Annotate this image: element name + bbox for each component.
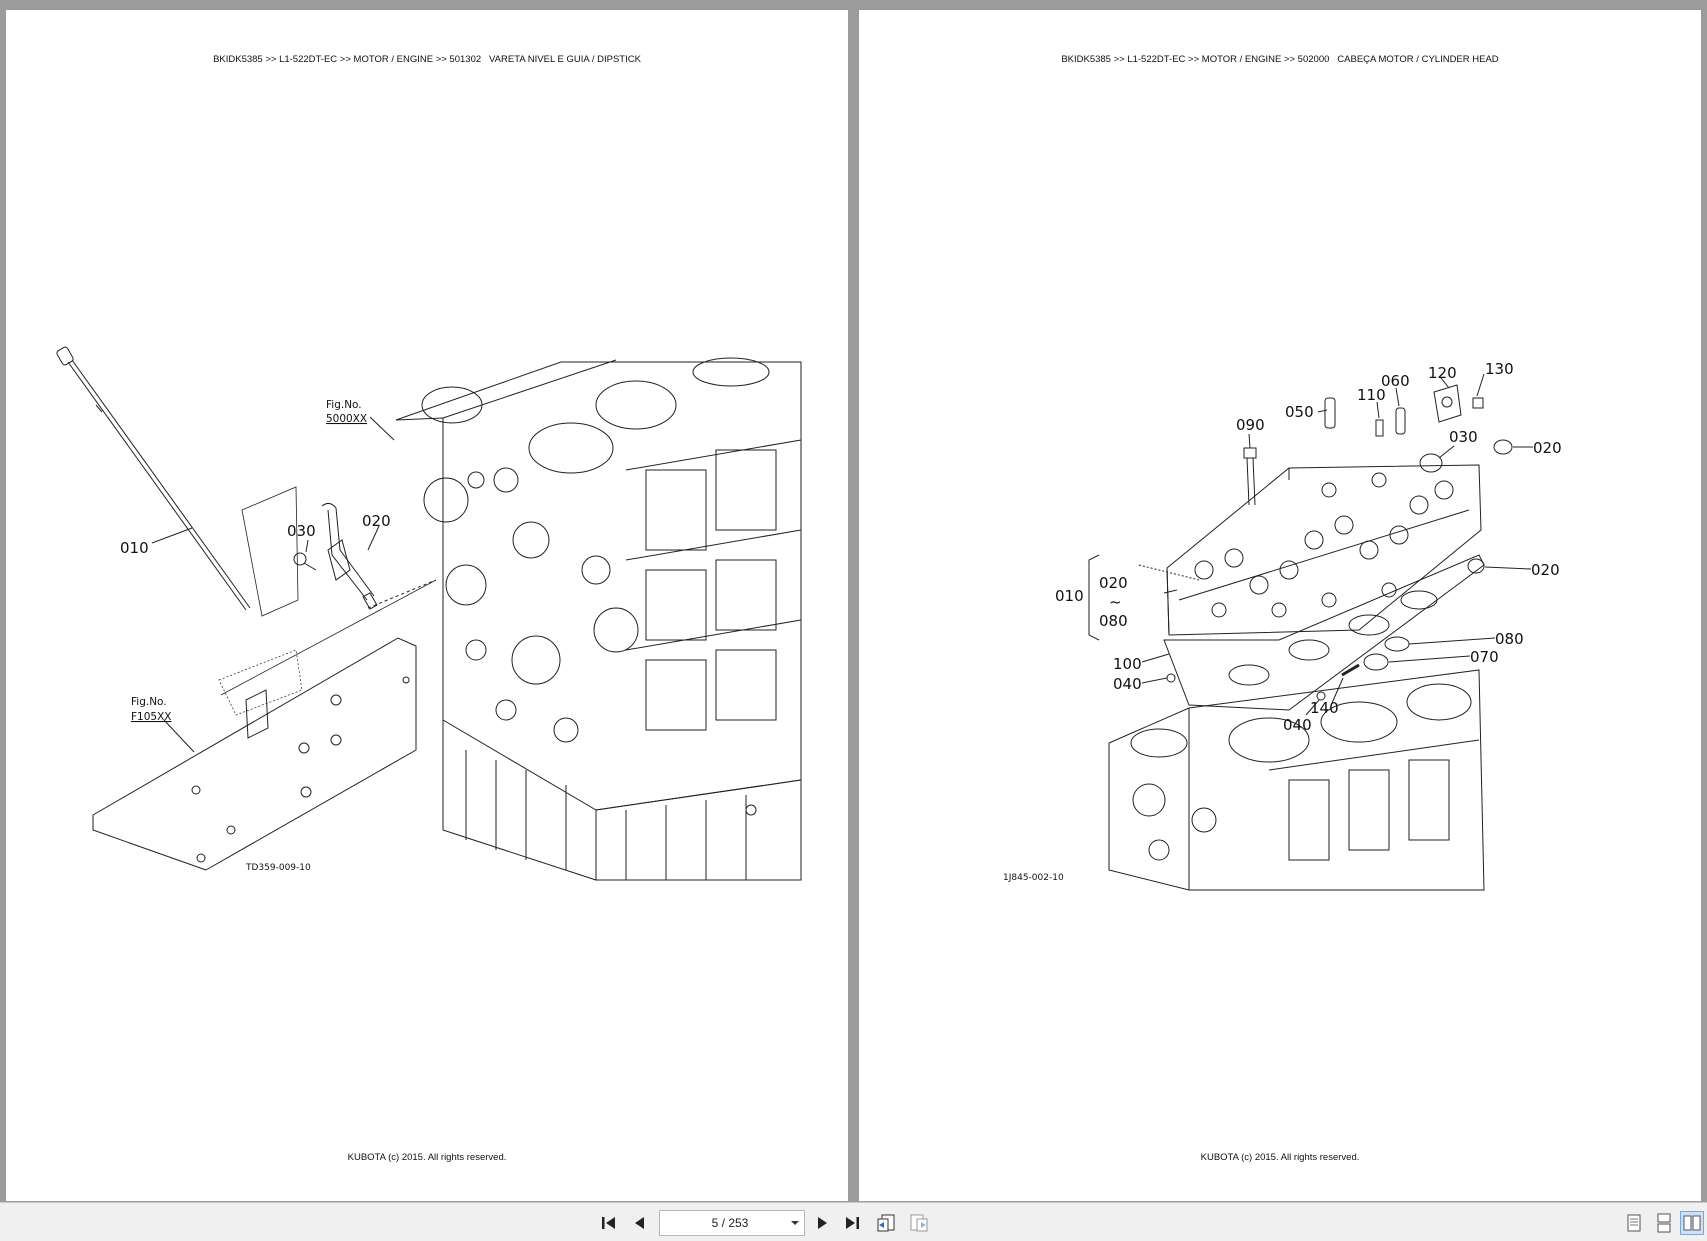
callout-range-tilde: ~ — [1109, 593, 1122, 611]
single-page-icon — [1627, 1214, 1641, 1232]
callout-030: 030 — [287, 522, 316, 540]
page-indicator: 5 / 253 — [711, 1216, 749, 1230]
parts-diagram-dipstick: 010 030 020 Fig.No. 5000XX Fig.No. F105X… — [6, 10, 848, 1201]
page-number-field[interactable]: 5 / 253 — [659, 1210, 805, 1236]
callout-090: 090 — [1236, 416, 1265, 434]
callout-010: 010 — [120, 539, 149, 557]
callout-030: 030 — [1449, 428, 1478, 446]
pdf-page-left: BKIDK5385 >> L1-522DT-EC >> MOTOR / ENGI… — [6, 10, 848, 1201]
callout-range-080: 080 — [1099, 612, 1128, 630]
fig-label-2: Fig.No. — [131, 696, 167, 708]
last-page-icon — [846, 1217, 859, 1229]
next-view-icon — [910, 1214, 928, 1232]
callout-020-top: 020 — [1533, 439, 1562, 457]
plug-020-part — [1493, 439, 1513, 455]
part-060 — [1395, 407, 1406, 435]
callout-130: 130 — [1485, 360, 1514, 378]
engine-block — [1108, 669, 1485, 891]
bolt-part — [293, 552, 317, 571]
first-page-icon — [602, 1217, 615, 1229]
callout-120: 120 — [1428, 364, 1457, 382]
callout-100: 100 — [1113, 655, 1142, 673]
previous-page-button[interactable] — [628, 1211, 652, 1235]
previous-page-icon — [635, 1217, 644, 1229]
fig-label-1: Fig.No. — [326, 399, 362, 411]
next-page-icon — [818, 1217, 827, 1229]
head-gasket-part — [1163, 554, 1485, 711]
two-page-view-button[interactable] — [1680, 1211, 1704, 1235]
next-view-button[interactable] — [907, 1211, 931, 1235]
callout-040-left: 040 — [1113, 675, 1142, 693]
plate-120-part — [1433, 384, 1462, 423]
last-page-button[interactable] — [840, 1211, 864, 1235]
parts-diagram-cylinder-head: 130 120 060 110 050 090 030 020 020 010 … — [859, 10, 1701, 1201]
part-110 — [1375, 419, 1384, 437]
callout-020-side: 020 — [1531, 561, 1560, 579]
fig-code-1: 5000XX — [326, 413, 367, 425]
cylinder-head-part — [1166, 464, 1482, 636]
guide-tube-part — [321, 502, 378, 610]
callout-040-bottom: 040 — [1283, 716, 1312, 734]
fig-code-2: F105XX — [131, 711, 171, 723]
pdf-page-right: BKIDK5385 >> L1-522DT-EC >> MOTOR / ENGI… — [859, 10, 1701, 1201]
callout-020: 020 — [362, 512, 391, 530]
first-page-button[interactable] — [597, 1211, 621, 1235]
callout-060: 060 — [1381, 372, 1410, 390]
page-header: BKIDK5385 >> L1-522DT-EC >> MOTOR / ENGI… — [213, 54, 641, 65]
callout-140: 140 — [1310, 699, 1339, 717]
navigation-toolbar: 5 / 253 — [0, 1202, 1707, 1241]
drawing-reference: TD359-009-10 — [245, 863, 311, 873]
callout-080: 080 — [1495, 630, 1524, 648]
drawing-reference: 1J845-002-10 — [1003, 873, 1064, 883]
callout-110: 110 — [1357, 386, 1386, 404]
callout-070: 070 — [1470, 648, 1499, 666]
dipstick-part — [56, 346, 251, 611]
next-page-button[interactable] — [810, 1211, 834, 1235]
bolt-090-part — [1243, 447, 1257, 506]
single-page-view-button[interactable] — [1622, 1211, 1646, 1235]
continuous-page-view-button[interactable] — [1652, 1211, 1676, 1235]
page-footer: KUBOTA (c) 2015. All rights reserved. — [1200, 1152, 1360, 1163]
previous-view-button[interactable] — [874, 1211, 898, 1235]
engine-block — [395, 357, 802, 881]
continuous-page-icon — [1657, 1213, 1671, 1233]
two-page-icon — [1683, 1215, 1701, 1231]
cap-030-part — [1419, 453, 1443, 473]
page-footer: KUBOTA (c) 2015. All rights reserved. — [347, 1152, 507, 1163]
callout-010: 010 — [1055, 587, 1084, 605]
previous-view-icon — [877, 1214, 895, 1232]
chevron-down-icon[interactable] — [786, 1220, 804, 1226]
pin-050-part — [1324, 397, 1336, 429]
page-header: BKIDK5385 >> L1-522DT-EC >> MOTOR / ENGI… — [1061, 54, 1499, 65]
part-130 — [1472, 397, 1484, 409]
document-viewport[interactable]: BKIDK5385 >> L1-522DT-EC >> MOTOR / ENGI… — [0, 0, 1707, 1202]
callout-range-020: 020 — [1099, 574, 1128, 592]
callout-050: 050 — [1285, 403, 1314, 421]
bracket-plate — [92, 637, 417, 871]
